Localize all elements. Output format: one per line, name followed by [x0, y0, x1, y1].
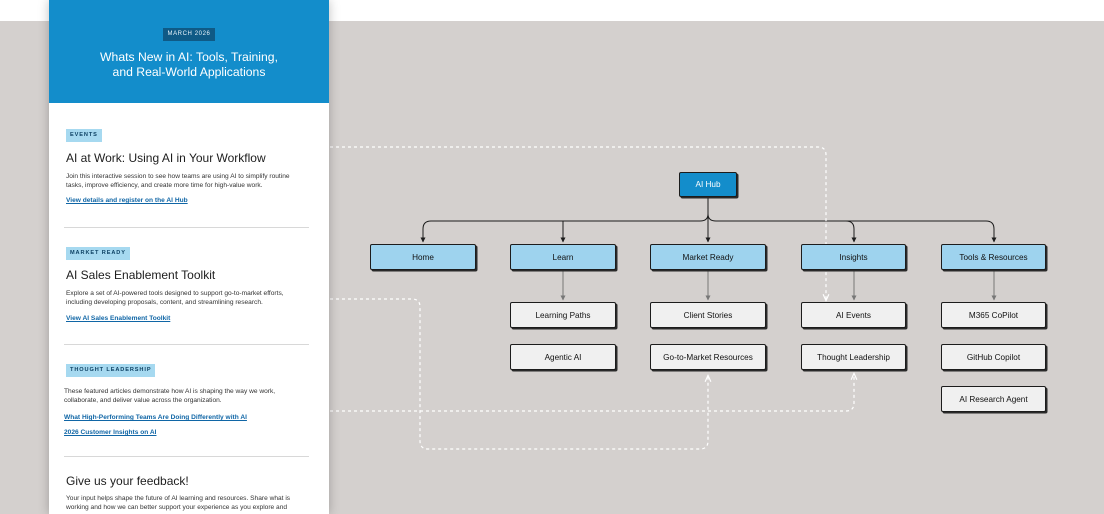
events-description-line-1: Join this interactive session to see how… — [66, 173, 290, 180]
sitemap-node-client-stories: Client Stories — [650, 302, 766, 328]
sitemap-node-learning-paths: Learning Paths — [510, 302, 616, 328]
events-tag: EVENTS — [66, 129, 102, 142]
date-badge: MARCH 2026 — [163, 28, 215, 41]
sitemap-node-github-copilot: GitHub Copilot — [941, 344, 1046, 370]
newsletter-panel: MARCH 2026 Whats New in AI: Tools, Train… — [49, 0, 329, 514]
market-ready-description-line-1: Explore a set of AI-powered tools design… — [66, 290, 284, 297]
feedback-description: Your input helps shape the future of AI … — [66, 494, 316, 512]
newsletter-title-line-1: Whats New in AI: Tools, Training, — [100, 50, 278, 64]
drop-insights — [845, 220, 857, 243]
curve-right — [707, 213, 997, 243]
thought-leadership-description: These featured articles demonstrate how … — [64, 387, 314, 405]
events-register-link[interactable]: View details and register on the AI Hub — [66, 197, 188, 204]
mapping-lines — [330, 146, 854, 450]
thought-link-line — [330, 374, 854, 412]
events-title: AI at Work: Using AI in Your Workflow — [66, 151, 266, 165]
events-link-line — [330, 146, 826, 300]
sitemap-node-ai-events: AI Events — [801, 302, 906, 328]
sitemap-node-root: AI Hub — [679, 172, 737, 197]
sitemap-node-m365-copilot: M365 CoPilot — [941, 302, 1046, 328]
feedback-description-line-2: working and how we can better support yo… — [66, 504, 288, 511]
curve-left — [420, 213, 709, 243]
market-ready-tag: MARKET READY — [66, 247, 130, 260]
toolkit-link[interactable]: View AI Sales Enablement Toolkit — [66, 315, 171, 322]
feedback-description-line-1: Your input helps shape the future of AI … — [66, 495, 291, 502]
child-connectors — [560, 271, 997, 301]
sitemap-node-learn: Learn — [510, 244, 616, 270]
events-description-line-2: tasks, improve efficiency, and create mo… — [66, 182, 263, 189]
divider — [64, 227, 309, 228]
sitemap-node-gtm-resources: Go-to-Market Resources — [650, 344, 766, 370]
sitemap-node-thought-leadership: Thought Leadership — [801, 344, 906, 370]
tree-connectors — [420, 197, 997, 243]
article-link-customer-insights[interactable]: 2026 Customer Insights on AI — [64, 429, 157, 436]
sitemap-node-home: Home — [370, 244, 476, 270]
divider — [64, 456, 309, 457]
sitemap-node-tools-resources: Tools & Resources — [941, 244, 1046, 270]
sitemap-node-ai-research-agent: AI Research Agent — [941, 386, 1046, 412]
newsletter-title: Whats New in AI: Tools, Training, and Re… — [59, 50, 319, 80]
divider — [64, 344, 309, 345]
market-link-line — [330, 298, 708, 450]
market-ready-title: AI Sales Enablement Toolkit — [66, 268, 216, 282]
market-ready-description: Explore a set of AI-powered tools design… — [66, 289, 316, 307]
sitemap-node-insights: Insights — [801, 244, 906, 270]
market-ready-description-line-2: including developing proposals, content,… — [66, 299, 263, 306]
thought-leadership-description-line-2: collaborate, and deliver value across th… — [64, 397, 222, 404]
thought-leadership-tag: THOUGHT LEADERSHIP — [66, 364, 156, 377]
newsletter-hero: MARCH 2026 Whats New in AI: Tools, Train… — [49, 0, 329, 103]
newsletter-title-line-2: and Real-World Applications — [112, 65, 266, 79]
thought-leadership-description-line-1: These featured articles demonstrate how … — [64, 388, 276, 395]
article-link-high-performing-teams[interactable]: What High-Performing Teams Are Doing Dif… — [64, 414, 247, 421]
sitemap-node-market-ready: Market Ready — [650, 244, 766, 270]
feedback-title: Give us your feedback! — [66, 474, 189, 488]
sitemap-node-agentic-ai: Agentic AI — [510, 344, 616, 370]
events-description: Join this interactive session to see how… — [66, 172, 316, 190]
